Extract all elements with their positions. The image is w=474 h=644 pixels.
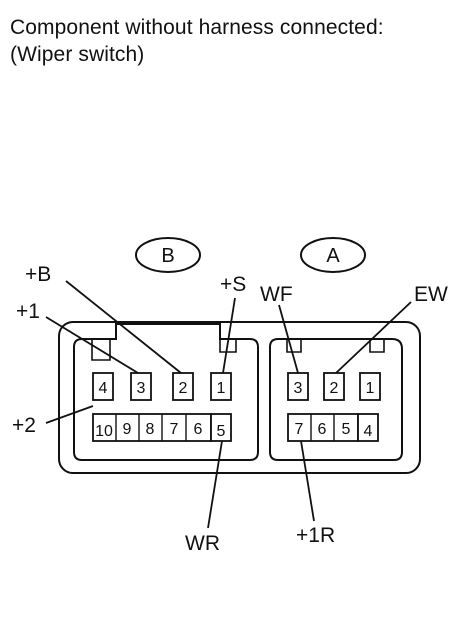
- pin-a-1: [359, 372, 381, 401]
- leader-plus-b: [65, 280, 182, 374]
- connector-a-outline: [269, 338, 403, 461]
- connector-a-bottom-row: 7 6 5 4: [287, 413, 379, 442]
- connector-b-outline: [73, 323, 259, 461]
- leader-wf: [278, 304, 299, 374]
- terminal-labels: +B +1 +2 +S WR WF EW +1R: [12, 263, 448, 555]
- label-wf: WF: [260, 283, 293, 306]
- leader-plus-1r: [300, 440, 315, 522]
- label-wr: WR: [185, 532, 220, 555]
- caption-title: Component without harness connected:: [10, 16, 384, 39]
- leader-wr: [207, 440, 223, 529]
- pin-b-3-label: 3: [137, 380, 146, 397]
- connector-b-top-row: 4 3 2 1: [92, 372, 232, 401]
- pin-a-6-label: 6: [318, 421, 327, 438]
- connector-a-letter: A: [326, 245, 340, 267]
- pin-b-1: [210, 372, 232, 401]
- leader-lines: [45, 280, 412, 529]
- connector-b-body: 4 3 2 1 10 9 8 7 6 5: [73, 323, 259, 461]
- leader-plus-s: [222, 297, 236, 374]
- connector-b-latch-left: [91, 339, 111, 361]
- pin-a-2: [323, 372, 345, 401]
- label-plus-2: +2: [12, 414, 36, 437]
- connector-b-latch-right: [219, 339, 237, 353]
- connector-a-body: 3 2 1 7 6 5 4: [269, 338, 403, 461]
- connector-a-label: A: [300, 237, 366, 273]
- connector-b-bottom-row: 10 9 8 7 6 5: [92, 413, 232, 442]
- pin-b-6-label: 6: [194, 421, 203, 438]
- pin-b-1-label: 1: [217, 380, 226, 397]
- pin-a-7-label: 7: [295, 421, 304, 438]
- pin-b-2-label: 2: [179, 380, 188, 397]
- pin-b-10-label: 10: [95, 423, 113, 440]
- pin-a-1-label: 1: [366, 380, 375, 397]
- connector-b-label: B: [135, 237, 201, 273]
- caption-subtitle: (Wiper switch): [10, 43, 145, 66]
- pin-b-5: [210, 413, 232, 442]
- leader-ew: [335, 301, 412, 374]
- pin-b-7-label: 7: [170, 421, 179, 438]
- pin-b-2: [172, 372, 194, 401]
- connector-a-top-row: 3 2 1: [287, 372, 381, 401]
- connector-a-latch-right: [369, 339, 385, 353]
- connector-b-ellipse: [135, 237, 201, 273]
- pin-a-3-label: 3: [294, 380, 303, 397]
- pin-a-4-label: 4: [364, 423, 373, 440]
- diagram-caption: Component without harness connected: (Wi…: [10, 14, 384, 68]
- leader-plus-2: [45, 405, 94, 424]
- label-plus-s: +S: [220, 273, 246, 296]
- pin-a-5-label: 5: [342, 421, 351, 438]
- label-ew: EW: [414, 283, 448, 306]
- pin-a-strip: [287, 413, 359, 442]
- connector-housing-outer: [58, 321, 421, 474]
- pin-b-strip: [92, 413, 212, 442]
- pin-a-4: [357, 413, 379, 442]
- leader-plus-1: [45, 316, 139, 374]
- pin-b-5-label: 5: [217, 423, 226, 440]
- pin-b-4: [92, 372, 114, 401]
- label-plus-b: +B: [25, 263, 51, 286]
- label-plus-1r: +1R: [296, 524, 335, 547]
- connector-b-letter: B: [161, 245, 174, 267]
- pin-b-4-label: 4: [99, 380, 108, 397]
- pin-b-8-label: 8: [146, 421, 155, 438]
- label-plus-1: +1: [16, 300, 40, 323]
- pin-a-2-label: 2: [330, 380, 339, 397]
- connector-a-latch-left: [286, 339, 302, 353]
- pin-b-9-label: 9: [123, 421, 132, 438]
- pin-b-3: [130, 372, 152, 401]
- connector-a-ellipse: [300, 237, 366, 273]
